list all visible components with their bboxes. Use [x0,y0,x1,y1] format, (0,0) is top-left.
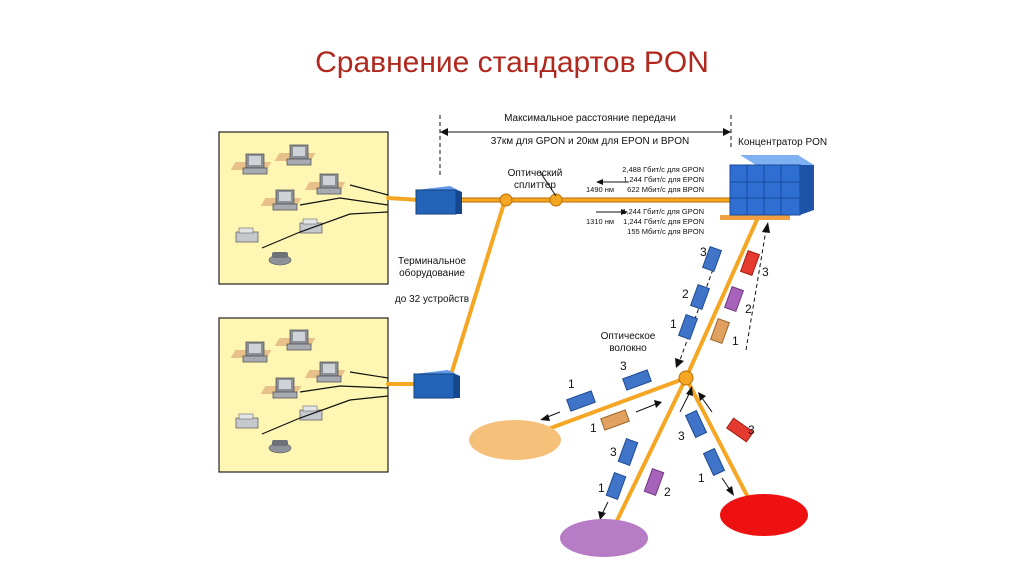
packet-number: 3 [678,429,685,443]
splitter-node [499,193,513,207]
packet-number: 1 [598,481,605,495]
arrow-to-user [540,414,550,421]
packet-number: 1 [732,334,739,348]
user-group-red [720,494,808,536]
splitter-label-line1: Оптический [508,168,563,179]
packet-number: 2 [745,302,752,316]
splitter-node [549,193,563,207]
user-group-purple [560,519,648,557]
packet-number: 1 [568,377,575,391]
distance-label-line2: 37км для GPON и 20км для EPON и BPON [491,136,689,147]
user-group-tan [469,420,561,460]
packet-number: 3 [762,265,769,279]
wavelength-up: 1310 нм [586,217,614,226]
arrow-from-user [698,392,706,401]
packet-red [739,249,761,277]
packet-number: 1 [590,421,597,435]
splitter-node [678,370,694,386]
packet-purple [643,468,665,496]
up-arrow [621,209,628,215]
packet-tan [600,409,630,431]
onu-box-bottom [413,370,460,399]
packet-blue [677,313,699,341]
up-rate-gpon: 1,244 Гбит/с для GPON [622,207,704,216]
packet-number: 2 [682,287,689,301]
distance-bracket [439,115,732,175]
terminal-label-line1: Терминальное [398,256,466,267]
fiber-label-line2: волокно [609,343,647,354]
packet-blue [689,283,711,311]
packet-number: 1 [670,317,677,331]
up-rate-epon: 1,244 Гбит/с для EPON [623,217,704,226]
arrow-to-user [726,486,734,496]
fiber-lines [386,196,766,537]
splitter-pointer [539,171,557,197]
down-arrow [596,179,603,185]
packet-number: 3 [748,423,755,437]
arrow-from-user [686,386,693,396]
packet-number: 2 [664,485,671,499]
down-rate-epon: 1,244 Гбит/с для EPON [623,175,704,184]
packet-number: 3 [610,445,617,459]
packet-blue [684,409,708,439]
downstream-arrow [675,358,684,368]
packet-blue [605,472,627,500]
distance-label-line1: Максимальное расстояние передачи [504,113,676,124]
concentrator-box [720,155,814,220]
devices-label: до 32 устройств [395,294,469,305]
arrow-to-user [598,511,606,520]
wavelength-down: 1490 нм [586,185,614,194]
down-rate-bpon: 622 Мбит/с для BPON [627,185,704,194]
packet-blue [701,245,723,273]
page-title: Сравнение стандартов PON [315,46,709,79]
packet-number: 3 [620,359,627,373]
packet-blue [566,390,596,412]
packet-purple [723,285,745,313]
onu-box-top [415,186,462,215]
down-rate-gpon: 2,488 Гбит/с для GPON [622,165,704,174]
fiber-label-line1: Оптическое [601,331,656,342]
packet-number: 3 [700,245,707,259]
packet-blue [617,438,639,466]
packet-blue [702,447,726,477]
up-rate-bpon: 155 Мбит/с для BPON [627,227,704,236]
phone-icon [268,439,292,454]
arrow-from-user [654,400,662,408]
packet-tan [709,317,731,345]
packet-blue [622,369,652,391]
terminal-label-line2: оборудование [399,267,465,279]
splitter-label-line2: сплиттер [514,180,556,191]
packet-number: 1 [698,471,705,485]
phone-icon [268,251,292,266]
upstream-arrow [762,222,770,233]
concentrator-label: Концентратор PON [738,137,827,148]
packet-red [726,417,754,443]
